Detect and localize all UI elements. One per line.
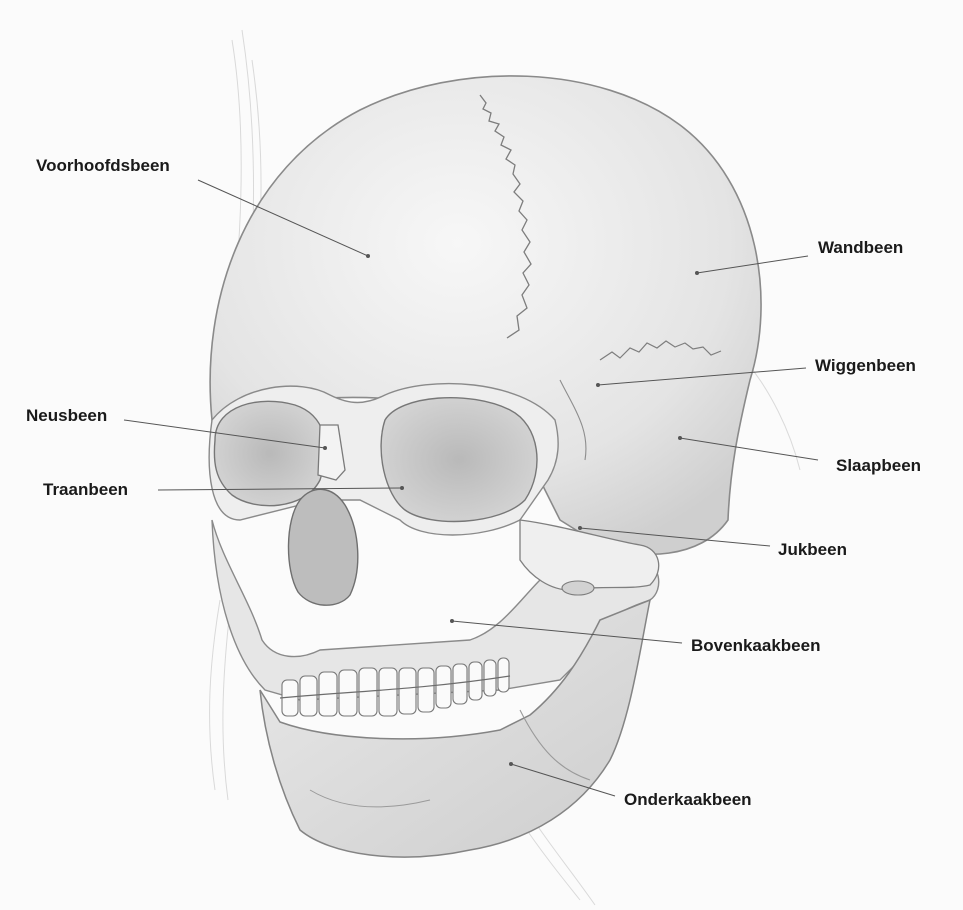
right-orbit <box>214 401 325 505</box>
label-zygomatic-bone: Jukbeen <box>778 540 847 560</box>
label-lacrimal-bone: Traanbeen <box>43 480 128 500</box>
nasal-cavity <box>288 489 357 605</box>
label-mandible: Onderkaakbeen <box>624 790 752 810</box>
label-frontal-bone: Voorhoofdsbeen <box>36 156 170 176</box>
label-parietal-bone: Wandbeen <box>818 238 903 258</box>
label-sphenoid-bone: Wiggenbeen <box>815 356 916 376</box>
label-maxilla: Bovenkaakbeen <box>691 636 820 656</box>
mandible <box>260 600 650 857</box>
left-orbit <box>381 398 537 522</box>
label-temporal-bone: Slaapbeen <box>836 456 921 476</box>
label-nasal-bone: Neusbeen <box>26 406 107 426</box>
